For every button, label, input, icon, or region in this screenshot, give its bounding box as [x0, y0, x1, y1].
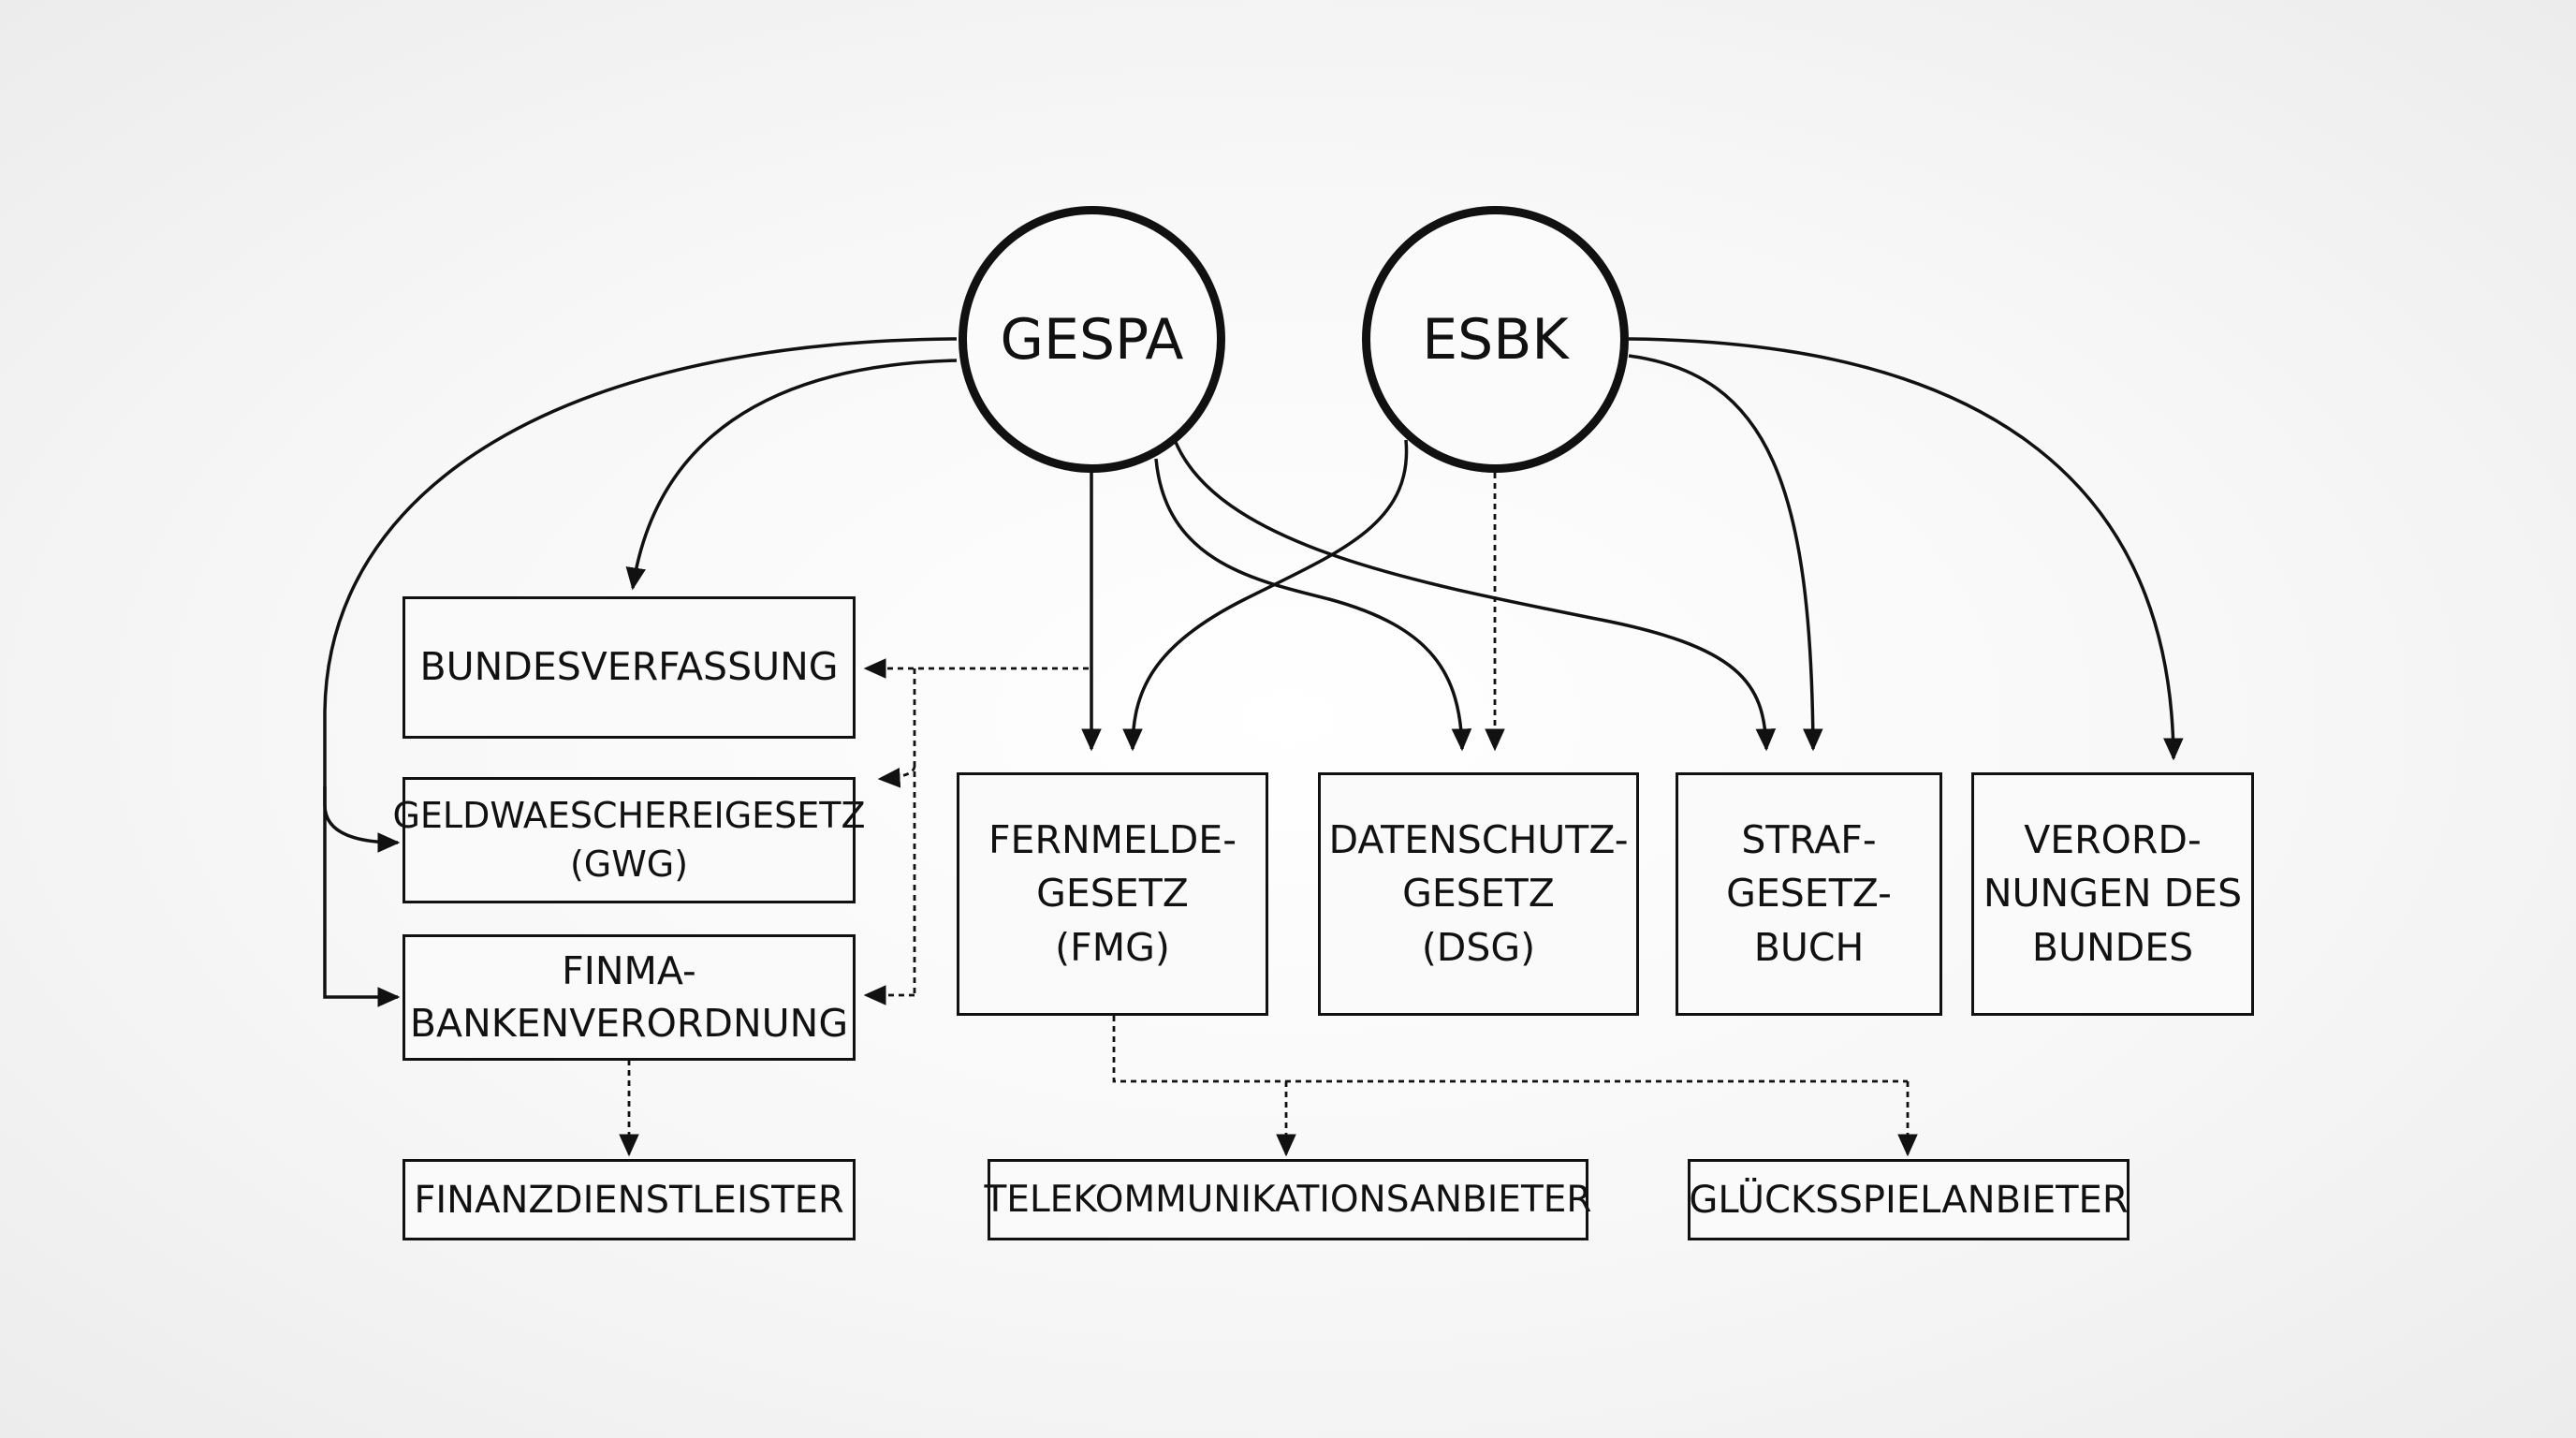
- dsg-label: DATENSCHUTZ- GESETZ (DSG): [1328, 816, 1629, 970]
- edge-gespa-bundesverfassung: [625, 359, 958, 591]
- stgb-label: STRAF- GESETZ- BUCH: [1726, 816, 1892, 970]
- edge-gespa-stgb: [1173, 439, 1777, 752]
- edge-gespa-gwg: [323, 337, 958, 853]
- telekom-box: TELEKOMMUNIKATIONSANBIETER: [984, 1159, 1592, 1240]
- edge-gespa-finma: [323, 786, 401, 1007]
- edge-esbk-fmg: [1122, 439, 1409, 752]
- fmg-box: FERNMELDE- GESETZ (FMG): [957, 772, 1268, 1016]
- stgb-box: STRAF- GESETZ- BUCH: [1676, 772, 1942, 1016]
- edge-esbk-stgb: [1628, 354, 1823, 752]
- gwg-label: GELDWAESCHEREIGESETZ (GWG): [392, 795, 866, 885]
- verordnungen-label: VERORD- NUNGEN DES BUNDES: [1983, 816, 2243, 970]
- gluecksspiel-box: GLÜCKSSPIELANBIETER: [1688, 1159, 2130, 1240]
- finanzdienstleister-label: FINANZDIENSTLEISTER: [414, 1178, 844, 1222]
- telekom-label: TELEKOMMUNIKATIONSANBIETER: [984, 1179, 1592, 1221]
- edge-gespa-dsg: [1154, 458, 1472, 752]
- finma-box: FINMA- BANKENVERORDNUNG: [402, 934, 856, 1061]
- esbk-label: ESBK: [1422, 306, 1569, 373]
- verordnungen-box: VERORD- NUNGEN DES BUNDES: [1971, 772, 2254, 1016]
- bundesverfassung-label: BUNDESVERFASSUNG: [419, 644, 839, 690]
- gespa-label: GESPA: [1000, 306, 1184, 373]
- gluecksspiel-label: GLÜCKSSPIELANBIETER: [1689, 1178, 2129, 1222]
- edge-fmg-providers: [1112, 1016, 1908, 1083]
- finma-label: FINMA- BANKENVERORDNUNG: [409, 948, 849, 1046]
- finanzdienstleister-box: FINANZDIENSTLEISTER: [402, 1159, 856, 1240]
- dsg-box: DATENSCHUTZ- GESETZ (DSG): [1318, 772, 1639, 1016]
- esbk-node: ESBK: [1362, 206, 1629, 473]
- gespa-node: GESPA: [959, 206, 1225, 473]
- edge-bracket-gwg: [877, 765, 916, 788]
- edge-esbk-verordnungen: [1628, 337, 2184, 761]
- fmg-label: FERNMELDE- GESETZ (FMG): [988, 816, 1237, 970]
- gwg-box: GELDWAESCHEREIGESETZ (GWG): [392, 777, 866, 903]
- bundesverfassung-box: BUNDESVERFASSUNG: [402, 596, 856, 739]
